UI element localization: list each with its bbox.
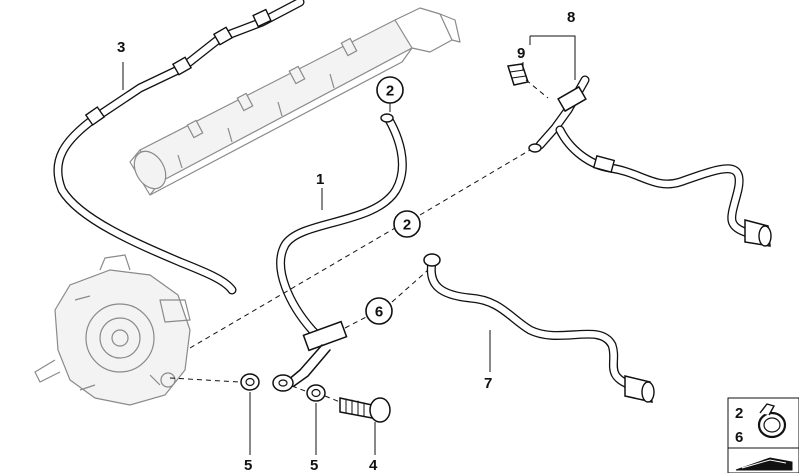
part-label-5: 5 — [310, 457, 318, 473]
screw-fitting — [507, 63, 529, 86]
banjo-bolt — [339, 397, 391, 423]
callout-label-2: 2 — [386, 83, 394, 100]
callout-circle-6: 6 — [365, 297, 393, 325]
fuel-rail — [129, 7, 461, 196]
feed-hose — [423, 253, 655, 403]
callout-label-6: 6 — [375, 304, 383, 321]
part-label-9: 9 — [517, 45, 525, 62]
pipe-assembly — [528, 75, 772, 247]
sealing-washer — [306, 384, 326, 402]
part-label-5: 5 — [244, 457, 252, 473]
return-hose — [276, 113, 407, 345]
leader-lines — [122, 35, 576, 455]
sealing-washer — [240, 373, 260, 391]
high-pressure-pump — [34, 254, 191, 406]
leak-off-hose — [53, 0, 305, 295]
part-label-4: 4 — [369, 457, 378, 473]
callout-circle-2: 2 — [376, 76, 404, 104]
inset-label-top: 2 — [735, 405, 743, 422]
assembly-lines — [169, 79, 549, 403]
hose-clamp-icon — [757, 403, 787, 439]
callout-circle-2: 2 — [393, 210, 421, 238]
hose-clamp-inset: 2 6 — [727, 397, 799, 473]
part-label-3: 3 — [117, 39, 125, 56]
callout-label-2: 2 — [403, 217, 411, 234]
hose-section-icon — [735, 457, 793, 471]
part-label-7: 7 — [484, 375, 492, 392]
t-connector — [272, 320, 348, 392]
part-label-8: 8 — [567, 9, 575, 26]
part-label-1: 1 — [316, 171, 324, 188]
hose-connector — [84, 8, 272, 126]
inset-label-bottom: 6 — [735, 429, 743, 446]
